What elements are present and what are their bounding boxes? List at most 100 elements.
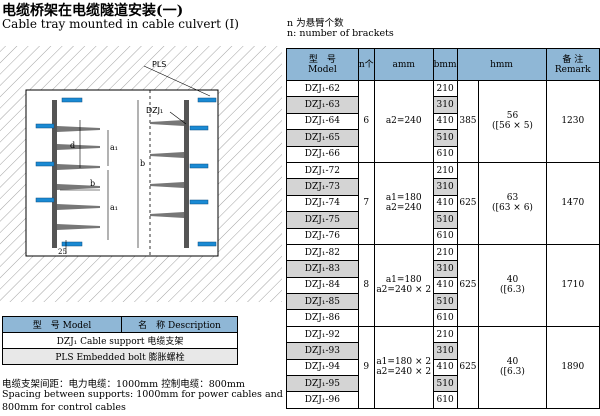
left-brackets — [57, 126, 100, 230]
b-cell: 410 — [432, 194, 458, 213]
table-row: DZJ₁-63 310 — [286, 96, 600, 114]
model-cell: DZJ₁-64 — [286, 112, 359, 131]
model-cell: DZJ₁-84 — [286, 276, 359, 295]
legend-table: 型 号 Model 名 称 Description DZJ₁ Cable sup… — [2, 316, 238, 365]
model-cell: DZJ₁-94 — [286, 358, 359, 377]
legend-row: DZJ₁ Cable support 电缆支架 — [2, 332, 238, 349]
title-english: Cable tray mounted in cable culvert (I) — [2, 17, 239, 31]
header-n: n个 — [357, 48, 375, 81]
dzj-label: DZJ₁ — [146, 106, 163, 115]
h-cell: 385 — [456, 80, 480, 163]
model-cell: DZJ₁-72 — [286, 161, 359, 180]
dim-25: 25 — [58, 248, 67, 256]
footer-line1: 电缆支架间距：电力电缆：1000mm 控制电缆：800mm — [2, 379, 245, 390]
pls-bolt-icons — [35, 97, 217, 247]
dimension-lines — [60, 65, 211, 254]
dim-d: d — [70, 141, 75, 150]
model-cell: DZJ₁-92 — [286, 325, 359, 344]
model-cell: DZJ₁-93 — [286, 342, 359, 360]
model-cell: DZJ₁-82 — [286, 243, 359, 262]
header-amm: amm — [373, 48, 434, 81]
a-cell: a2=240 — [373, 80, 434, 163]
b-cell: 210 — [432, 243, 458, 262]
title-chinese: 电缆桥架在电缆隧道安装(一) — [2, 3, 184, 19]
model-cell: DZJ₁-85 — [286, 293, 359, 311]
left-support-column — [52, 100, 57, 248]
model-cell: DZJ₁-96 — [286, 391, 359, 409]
table-row: DZJ₁-66 610 — [286, 145, 600, 163]
b-cell: 510 — [432, 375, 458, 393]
h-detail-cell: 56([56 × 5) — [478, 80, 547, 163]
footer-line2: Spacing between supports: 1000mm for pow… — [2, 389, 283, 400]
b-cell: 610 — [432, 391, 458, 409]
installation-drawing: PLS DZJ₁ d a₁ a₁ b b 25 — [0, 46, 282, 302]
remark-cell: 1890 — [545, 325, 600, 409]
remark-cell: 1470 — [545, 161, 600, 245]
model-cell: DZJ₁-66 — [286, 145, 359, 163]
legend-header-name: 名 称 Description — [121, 316, 238, 333]
b-cell: 510 — [432, 129, 458, 147]
h-cell: 625 — [456, 161, 480, 245]
dim-a1-upper: a₁ — [110, 143, 118, 152]
b-cell: 310 — [432, 342, 458, 360]
model-cell: DZJ₁-65 — [286, 129, 359, 147]
pls-label: PLS — [152, 60, 166, 69]
legend-row-dzj: DZJ₁ Cable support 电缆支架 — [2, 332, 238, 349]
n-cell: 9 — [357, 325, 375, 409]
right-brackets — [150, 120, 184, 218]
legend-header-model: 型 号 Model — [2, 316, 122, 333]
right-support-column — [184, 100, 189, 248]
h-detail-cell: 40([6.3) — [478, 243, 547, 327]
dim-a1-lower: a₁ — [110, 203, 118, 212]
table-row: DZJ₁-96 610 — [286, 391, 600, 409]
b-cell: 410 — [432, 358, 458, 377]
n-cell: 6 — [357, 80, 375, 163]
b-cell: 210 — [432, 161, 458, 180]
table-row: DZJ₁-93 310 — [286, 342, 600, 360]
b-cell: 310 — [432, 260, 458, 278]
legend-row: PLS Embedded bolt 膨胀螺栓 — [2, 348, 238, 365]
footer-line3: 800mm for control cables — [2, 402, 126, 413]
model-cell: DZJ₁-63 — [286, 96, 359, 114]
table-row: DZJ₁-94 410 — [286, 358, 600, 377]
model-cell: DZJ₁-75 — [286, 211, 359, 229]
b-cell: 610 — [432, 227, 458, 245]
b-cell: 510 — [432, 211, 458, 229]
b-cell: 310 — [432, 96, 458, 114]
b-cell: 310 — [432, 178, 458, 196]
legend-header-row: 型 号 Model 名 称 Description — [2, 316, 238, 333]
n-cell: 7 — [357, 161, 375, 245]
model-cell: DZJ₁-74 — [286, 194, 359, 213]
remark-cell: 1710 — [545, 243, 600, 327]
b-cell: 210 — [432, 79, 458, 98]
b-cell: 610 — [432, 309, 458, 327]
h-cell: 625 — [456, 325, 480, 409]
note-n-chinese: n 为悬臂个数 — [287, 18, 344, 29]
remark-cell: 1230 — [545, 80, 600, 163]
dim-b-left: b — [90, 179, 95, 188]
h-cell: 625 — [456, 243, 480, 327]
legend-row-pls: PLS Embedded bolt 膨胀螺栓 — [2, 348, 238, 365]
model-cell: DZJ₁-62 — [286, 79, 359, 98]
b-cell: 610 — [432, 145, 458, 163]
header-bmm: bmm — [432, 48, 458, 81]
h-detail-cell: 63([63 × 6) — [478, 161, 547, 245]
